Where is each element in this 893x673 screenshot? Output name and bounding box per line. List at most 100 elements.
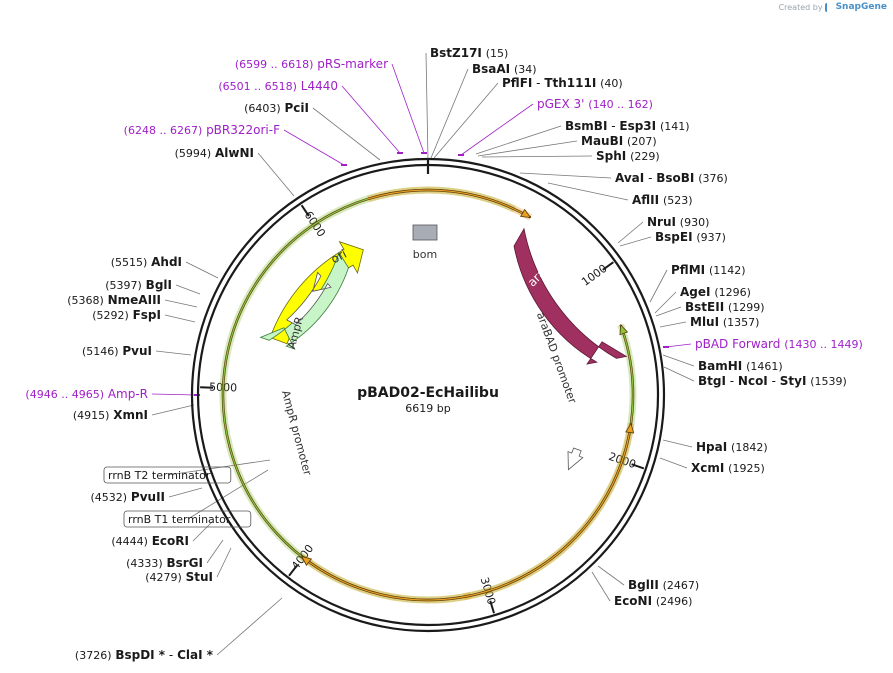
site-name: BsaAI bbox=[472, 62, 510, 76]
site-pgex3[interactable]: pGEX 3' (140 .. 162) bbox=[537, 97, 653, 111]
site-bsteii[interactable]: BstEII (1299) bbox=[685, 300, 765, 314]
leader-line bbox=[481, 155, 593, 158]
terminator-box bbox=[103, 466, 232, 484]
site-agei[interactable]: AgeI (1296) bbox=[680, 285, 751, 299]
site-bglii[interactable]: BglII (2467) bbox=[628, 578, 699, 592]
site-coordinate: (5146) bbox=[82, 345, 119, 358]
site-label-text: NruI (930) bbox=[647, 215, 709, 229]
site-label-text: (4333) BsrGI bbox=[126, 556, 203, 570]
site-name: pBAD Forward bbox=[695, 337, 780, 351]
site-pvuii[interactable]: (4532) PvuII bbox=[91, 490, 166, 504]
site-label-text: BsaAI (34) bbox=[472, 62, 537, 76]
site-nrui[interactable]: NruI (930) bbox=[647, 215, 709, 229]
site-label-text: (5994) AlwNI bbox=[175, 146, 254, 160]
site-coordinate: (229) bbox=[630, 150, 660, 163]
site-name: rrnB T2 terminator bbox=[108, 469, 211, 482]
site-hpai[interactable]: HpaI (1842) bbox=[696, 440, 768, 454]
site-pvui[interactable]: (5146) PvuI bbox=[82, 344, 152, 358]
site-bsrgi[interactable]: (4333) BsrGI bbox=[126, 556, 203, 570]
site-aflii[interactable]: AflII (523) bbox=[632, 193, 693, 207]
site-label-text: AflII (523) bbox=[632, 193, 693, 207]
leader-line bbox=[175, 284, 201, 295]
site-label-text: pBAD Forward (1430 .. 1449) bbox=[695, 337, 863, 351]
site-name: Amp-R bbox=[108, 387, 148, 401]
site-label-text: BtgI - NcoI - StyI (1539) bbox=[698, 374, 847, 388]
site-alwni[interactable]: (5994) AlwNI bbox=[175, 146, 254, 160]
snapgene-logo-icon bbox=[824, 2, 834, 12]
credit-brand: SnapGene bbox=[835, 2, 887, 12]
site-econi[interactable]: EcoNI (2496) bbox=[614, 594, 692, 608]
backbone-outer-strand bbox=[190, 157, 666, 633]
site-pflfi[interactable]: PflFI - Tth111I (40) bbox=[502, 76, 623, 90]
site-name: SphI bbox=[596, 149, 626, 163]
leader-line bbox=[167, 459, 271, 476]
site-ampr-primer[interactable]: (4946 .. 4965) Amp-R bbox=[25, 387, 148, 401]
site-xcmi[interactable]: XcmI (1925) bbox=[691, 461, 765, 475]
site-pcii[interactable]: (6403) PciI bbox=[244, 101, 309, 115]
site-pbadfwd[interactable]: pBAD Forward (1430 .. 1449) bbox=[695, 337, 863, 351]
site-label-text: (4532) PvuII bbox=[91, 490, 166, 504]
site-name: MluI bbox=[690, 315, 719, 329]
site-name: rrnB T1 terminator bbox=[128, 513, 231, 526]
leader-line bbox=[617, 221, 644, 244]
site-bgli[interactable]: (5397) BglI bbox=[105, 278, 172, 292]
leader-line bbox=[597, 565, 625, 586]
site-pbr322ori[interactable]: (6248 .. 6267) pBR322ori-F bbox=[124, 123, 280, 137]
site-xmni[interactable]: (4915) XmnI bbox=[73, 408, 148, 422]
site-label-text: (5397) BglI bbox=[105, 278, 172, 292]
leader-line bbox=[192, 521, 213, 542]
site-bamhi[interactable]: BamHI (1461) bbox=[698, 359, 783, 373]
scale-tick-4000 bbox=[288, 564, 298, 577]
site-avai[interactable]: AvaI - BsoBI (376) bbox=[615, 171, 728, 185]
orf-left-arc bbox=[367, 186, 533, 221]
leader-line bbox=[206, 539, 224, 564]
leader-line bbox=[659, 321, 687, 328]
site-mlui[interactable]: MluI (1357) bbox=[690, 315, 759, 329]
site-bstz17i[interactable]: BstZ17I (15) bbox=[430, 46, 508, 60]
site-bsaai[interactable]: BsaAI (34) bbox=[472, 62, 537, 76]
leader-line bbox=[591, 571, 611, 602]
site-pflmi[interactable]: PflMI (1142) bbox=[671, 263, 746, 277]
site-label-text: (4915) XmnI bbox=[73, 408, 148, 422]
site-name: AgeI bbox=[680, 285, 710, 299]
site-coordinate: (5515) bbox=[111, 256, 148, 269]
site-rrnbt2[interactable]: rrnB T2 terminator bbox=[103, 466, 232, 484]
leader-line bbox=[619, 236, 652, 247]
site-name: pRS-marker bbox=[317, 57, 388, 71]
site-label-text: EcoNI (2496) bbox=[614, 594, 692, 608]
site-name: Tth111I bbox=[544, 76, 596, 90]
site-coordinate: (1357) bbox=[723, 316, 760, 329]
site-nmeaiii[interactable]: (5368) NmeAIII bbox=[67, 293, 161, 307]
site-fspi[interactable]: (5292) FspI bbox=[92, 308, 161, 322]
site-name: - bbox=[165, 648, 177, 662]
site-label-text: (6501 .. 6518) L4440 bbox=[218, 79, 338, 93]
leader-line bbox=[654, 291, 677, 314]
leader-line bbox=[662, 354, 695, 367]
site-prsmarker[interactable]: (6599 .. 6618) pRS-marker bbox=[235, 57, 388, 71]
site-rrnbt1[interactable]: rrnB T1 terminator bbox=[123, 510, 252, 528]
site-coordinate: (1539) bbox=[810, 375, 847, 388]
site-coordinate: (4915) bbox=[73, 409, 110, 422]
site-bspei[interactable]: BspEI (937) bbox=[655, 230, 726, 244]
site-name: NruI bbox=[647, 215, 676, 229]
site-bsmbi[interactable]: BsmBI - Esp3I (141) bbox=[565, 119, 690, 133]
site-btgi[interactable]: BtgI - NcoI - StyI (1539) bbox=[698, 374, 847, 388]
site-name: - bbox=[726, 374, 738, 388]
site-ecori[interactable]: (4444) EcoRI bbox=[111, 534, 189, 548]
site-stui[interactable]: (4279) StuI bbox=[145, 570, 213, 584]
site-ahdi[interactable]: (5515) AhdI bbox=[111, 255, 182, 269]
site-coordinate: (1296) bbox=[714, 286, 751, 299]
site-maubi[interactable]: MauBI (207) bbox=[581, 134, 657, 148]
site-coordinate: (4946 .. 4965) bbox=[25, 388, 104, 401]
site-name: BglI bbox=[146, 278, 172, 292]
plasmid-name: pBAD02-EcHailibu bbox=[357, 385, 499, 401]
site-bspdi[interactable]: (3726) BspDI * - ClaI * bbox=[75, 648, 214, 662]
leader-line bbox=[425, 52, 429, 161]
site-label-text: BstEII (1299) bbox=[685, 300, 765, 314]
leader-line bbox=[662, 439, 693, 448]
leader-line bbox=[649, 269, 668, 303]
site-l4440[interactable]: (6501 .. 6518) L4440 bbox=[218, 79, 338, 93]
site-name: - bbox=[644, 171, 656, 185]
scale-tick-2000 bbox=[631, 463, 645, 470]
site-sphi[interactable]: SphI (229) bbox=[596, 149, 660, 163]
